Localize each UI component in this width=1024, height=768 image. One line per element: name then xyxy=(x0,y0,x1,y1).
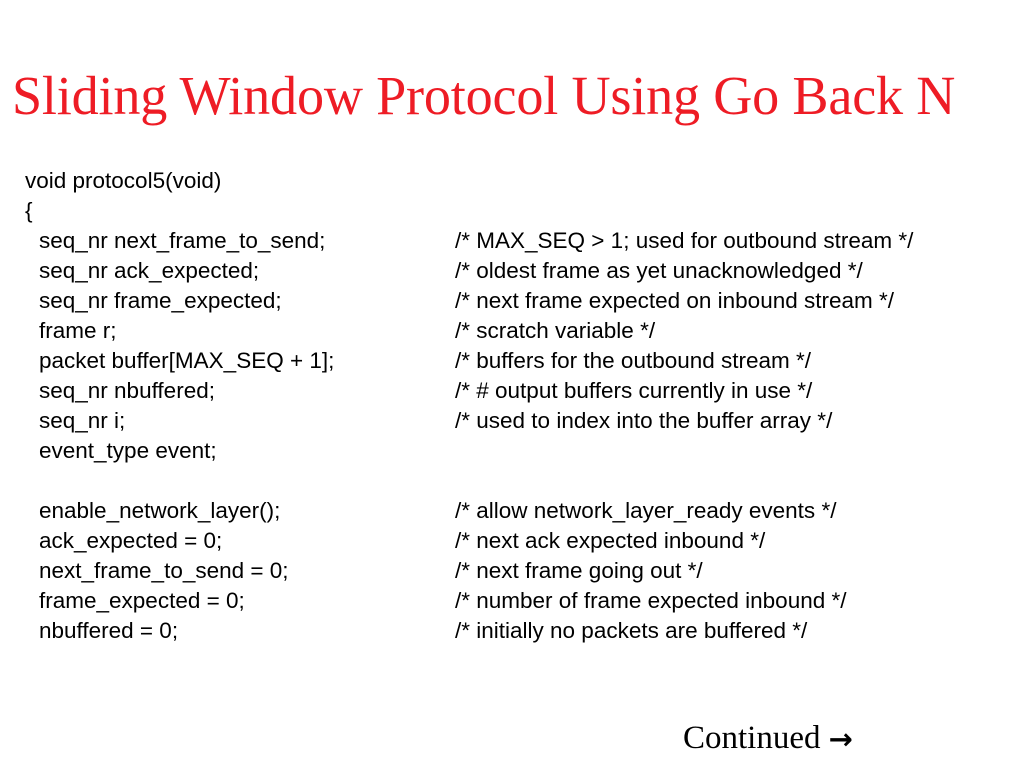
code-comment: /* scratch variable */ xyxy=(455,318,656,343)
code-comment: /* # output buffers currently in use */ xyxy=(455,378,813,403)
code-comment: /* allow network_layer_ready events */ xyxy=(455,498,837,523)
code-statement: packet buffer[MAX_SEQ + 1]; xyxy=(39,348,335,373)
code-statement: void protocol5(void) xyxy=(25,168,222,193)
continued-label: Continued xyxy=(683,720,821,756)
code-line: void protocol5(void) xyxy=(25,166,1005,196)
code-comment: /* initially no packets are buffered */ xyxy=(455,618,808,643)
code-line: enable_network_layer(); /* allow network_… xyxy=(25,496,1005,526)
code-comment: /* MAX_SEQ > 1; used for outbound stream… xyxy=(455,228,914,253)
code-line: frame_expected = 0; /* number of frame ex… xyxy=(25,586,1005,616)
code-statement: seq_nr i; xyxy=(39,408,126,433)
code-statement: frame_expected = 0; xyxy=(39,588,245,613)
code-statement: { xyxy=(25,198,33,223)
code-statement: seq_nr nbuffered; xyxy=(39,378,215,403)
right-arrow-icon: → xyxy=(828,722,853,756)
code-line: packet buffer[MAX_SEQ + 1]; /* buffers fo… xyxy=(25,346,1005,376)
page-title: Sliding Window Protocol Using Go Back N xyxy=(12,64,956,126)
code-line: seq_nr frame_expected; /* next frame expe… xyxy=(25,286,1005,316)
code-comment: /* next frame going out */ xyxy=(455,558,703,583)
code-statement: ack_expected = 0; xyxy=(39,528,223,553)
code-comment: /* next ack expected inbound */ xyxy=(455,528,766,553)
code-line: ack_expected = 0; /* next ack expected in… xyxy=(25,526,1005,556)
code-line: seq_nr nbuffered; /* # output buffers cur… xyxy=(25,376,1005,406)
code-comment: /* buffers for the outbound stream */ xyxy=(455,348,812,373)
code-statement: enable_network_layer(); xyxy=(39,498,281,523)
code-line: event_type event; xyxy=(25,436,1005,466)
code-comment: /* number of frame expected inbound */ xyxy=(455,588,847,613)
code-line xyxy=(25,466,1005,496)
code-comment: /* used to index into the buffer array *… xyxy=(455,408,833,433)
code-line: seq_nr next_frame_to_send; /* MAX_SEQ > 1… xyxy=(25,226,1005,256)
code-comment: /* oldest frame as yet unacknowledged */ xyxy=(455,258,863,283)
code-line: next_frame_to_send = 0; /* next frame goi… xyxy=(25,556,1005,586)
code-comment: /* next frame expected on inbound stream… xyxy=(455,288,895,313)
code-block: void protocol5(void){seq_nr next_frame_t… xyxy=(25,166,1005,646)
code-statement: seq_nr frame_expected; xyxy=(39,288,282,313)
code-statement: event_type event; xyxy=(39,438,217,463)
code-line: { xyxy=(25,196,1005,226)
code-statement: nbuffered = 0; xyxy=(39,618,179,643)
code-statement: next_frame_to_send = 0; xyxy=(39,558,289,583)
code-line: seq_nr ack_expected; /* oldest frame as y… xyxy=(25,256,1005,286)
code-statement: seq_nr next_frame_to_send; xyxy=(39,228,326,253)
code-statement: seq_nr ack_expected; xyxy=(39,258,260,283)
code-statement: frame r; xyxy=(39,318,117,343)
continued-footer: Continued→ xyxy=(683,718,853,758)
code-line: frame r; /* scratch variable */ xyxy=(25,316,1005,346)
code-line: nbuffered = 0; /* initially no packets ar… xyxy=(25,616,1005,646)
code-line: seq_nr i; /* used to index into the buffe… xyxy=(25,406,1005,436)
